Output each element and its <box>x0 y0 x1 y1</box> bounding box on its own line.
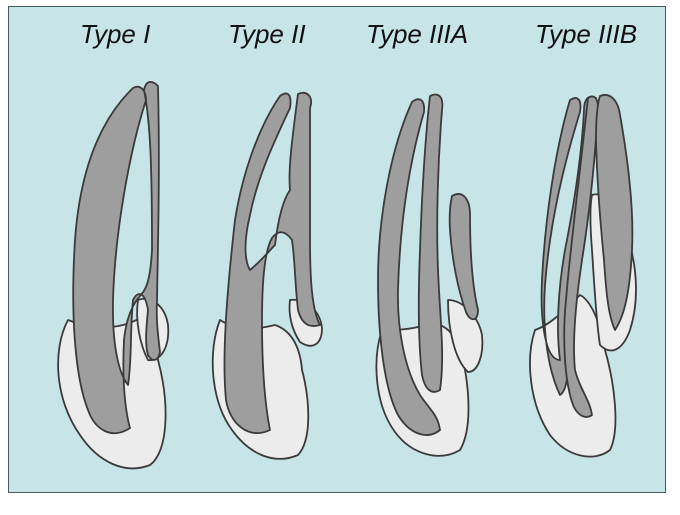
tooth-type-1 <box>58 82 168 468</box>
tooth-type-3a <box>376 95 482 456</box>
tooth-type-3b <box>530 95 636 457</box>
tooth-type-2 <box>213 93 322 459</box>
tooth-3a-middle-canal <box>419 95 443 392</box>
